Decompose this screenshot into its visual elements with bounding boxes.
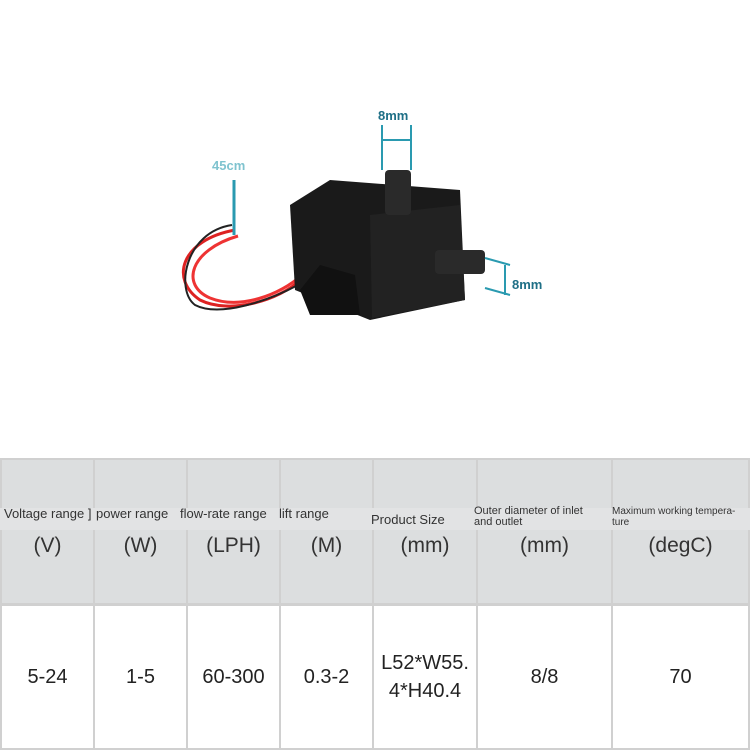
header-label-band — [0, 508, 750, 530]
header-unit: (W) — [123, 534, 158, 557]
header-flow — [188, 460, 279, 603]
header-diameter — [478, 460, 611, 603]
value-size: L52*W55.4*H40.4 — [374, 606, 476, 748]
header-unit: (degC) — [648, 534, 713, 557]
value-voltage: 5-24 — [2, 606, 93, 748]
value-diameter: 8/8 — [478, 606, 611, 748]
header-label: power range — [96, 506, 169, 521]
header-label: flow-rate range — [180, 506, 267, 521]
header-lift — [281, 460, 372, 603]
header-label: Product Size — [371, 512, 445, 527]
product-photo: 8mm 45cm 8mm — [182, 108, 543, 320]
header-power — [95, 460, 186, 603]
header-label: Maximum working tempera-ture — [612, 506, 736, 528]
header-unit: (LPH) — [206, 534, 261, 557]
header-label: Voltage range ] — [4, 506, 92, 521]
header-voltage — [2, 460, 93, 603]
value-flow: 60-300 — [188, 606, 279, 748]
spec-table: Voltage range ] power range flow-rate ra… — [0, 458, 750, 750]
top-fitting-label: 8mm — [378, 108, 409, 123]
header-unit: (mm) — [520, 534, 569, 557]
water-pump-image — [182, 125, 511, 320]
header-size — [374, 460, 476, 603]
value-temperature: 70 — [613, 606, 748, 748]
header-temperature — [613, 460, 748, 603]
value-lift: 0.3-2 — [281, 606, 372, 748]
header-unit: (mm) — [400, 534, 450, 557]
header-unit: (M) — [310, 534, 343, 557]
value-power: 1-5 — [95, 606, 186, 748]
header-label: Outer diameter of inlet and outlet — [474, 505, 583, 528]
header-unit: (V) — [33, 534, 62, 557]
cable-length-label: 45cm — [212, 158, 246, 173]
header-label: lift range — [279, 506, 329, 521]
side-fitting-label: 8mm — [512, 277, 543, 292]
